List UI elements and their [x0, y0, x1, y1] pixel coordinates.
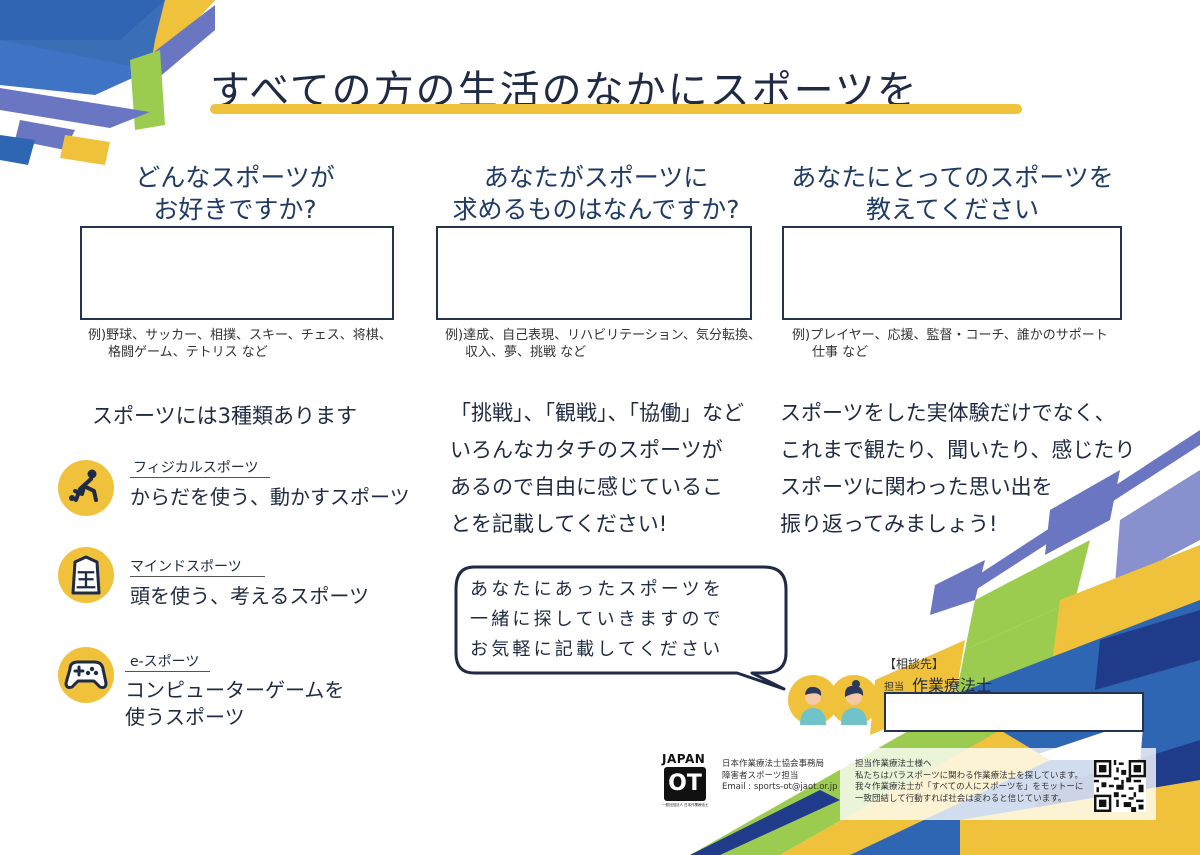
- question-3: あなたにとってのスポーツを 教えてください: [780, 162, 1125, 226]
- footer-message-line-1: 担当作業療法士様へ: [855, 759, 932, 769]
- shogi-piece-glyph: 王: [76, 568, 96, 592]
- footer-message: 担当作業療法士様へ 私たちはパラスポーツに関わる作業療法士を探しています。 我々…: [855, 759, 1083, 805]
- footer-org-line-1: 日本作業療法士協会事務局: [722, 759, 825, 769]
- kind-2-rule: [130, 576, 265, 577]
- example-2: 例)達成、自己表現、リハビリテーション、気分転換、 収入、夢、挑戦 など: [445, 327, 761, 361]
- speech-bubble-text: あなたにあったスポーツを 一緒に探していきますので お気軽に記載してください: [470, 575, 724, 665]
- middle-paragraph-line-4: とを記載してください!: [450, 512, 668, 536]
- example-2-line-1: 例)達成、自己表現、リハビリテーション、気分転換、: [445, 328, 762, 343]
- logo-mark: OT: [664, 767, 706, 801]
- example-3-line-2: 仕事 など: [812, 345, 869, 360]
- middle-paragraph-line-2: いろんなカタチのスポーツが: [450, 438, 723, 462]
- footer-message-line-2: 私たちはパラスポーツに関わる作業療法士を探しています。: [855, 770, 1084, 781]
- bubble-line-2: 一緒に探していきますので: [470, 609, 724, 630]
- game-controller-icon: [64, 660, 108, 689]
- question-1: どんなスポーツが お好きですか?: [80, 162, 390, 226]
- contact-label: 【相談先】: [884, 657, 945, 671]
- footer-org-email[interactable]: Email : sports-ot@jaot.or.jp: [722, 782, 838, 792]
- middle-paragraph-line-1: 「挑戦」、「観戦」、「協働」など: [450, 401, 744, 425]
- example-3: 例)プレイヤー、応援、監督・コーチ、誰かのサポート 仕事 など: [792, 327, 1108, 361]
- contact-name-box[interactable]: [884, 692, 1144, 732]
- question-3-line-2: 教えてください: [865, 195, 1039, 224]
- question-2: あなたがスポーツに 求めるものはなんですか?: [436, 162, 756, 226]
- bubble-line-3: お気軽に記載してください: [470, 639, 724, 660]
- kind-3-label: e-スポーツ: [130, 654, 200, 670]
- kind-1-rule: [130, 477, 270, 478]
- question-3-line-1: あなたにとってのスポーツを: [791, 163, 1114, 192]
- kind-1-desc: からだを使う、動かすスポーツ: [130, 485, 410, 509]
- question-2-line-2: 求めるものはなんですか?: [452, 195, 740, 224]
- answer-box-1[interactable]: [80, 226, 394, 320]
- esports-icon-circle: [58, 647, 114, 703]
- example-1-line-2: 格闘ゲーム、テトリス など: [108, 345, 268, 360]
- kind-3-rule: [125, 671, 210, 672]
- example-2-line-2: 収入、夢、挑戦 など: [465, 345, 587, 360]
- kind-1-label: フィジカルスポーツ: [133, 460, 259, 476]
- question-1-line-1: どんなスポーツが: [135, 163, 335, 192]
- logo-small: 一般社団法人 日本作業療法士協会: [662, 803, 708, 807]
- answer-box-3[interactable]: [782, 226, 1122, 320]
- sport-kinds-title: スポーツには3種類あります: [92, 404, 357, 428]
- footer-message-line-3: 我々作業療法士が「すべての人にスポーツを」をモットーに: [855, 782, 1084, 792]
- right-paragraph-line-4: 振り返ってみましょう!: [780, 512, 998, 536]
- answer-box-2[interactable]: [436, 226, 752, 320]
- question-2-line-1: あなたがスポーツに: [483, 163, 709, 192]
- kind-2-desc: 頭を使う、考えるスポーツ: [130, 584, 369, 608]
- middle-paragraph: 「挑戦」、「観戦」、「協働」など いろんなカタチのスポーツが あるので自由に感じ…: [450, 395, 744, 543]
- physical-sport-icon: [58, 460, 114, 516]
- logo-text: JAPAN: [662, 752, 706, 766]
- japan-ot-logo: JAPAN OT 一般社団法人 日本作業療法士協会: [662, 752, 708, 810]
- question-1-line-2: お好きですか?: [153, 195, 317, 224]
- title-underline: [210, 104, 1022, 114]
- right-paragraph-line-1: スポーツをした実体験だけでなく、: [780, 401, 1116, 425]
- right-paragraph-line-3: スポーツに関わった思い出を: [780, 475, 1053, 499]
- kind-2-label: マインドスポーツ: [130, 559, 242, 575]
- footer-org: 日本作業療法士協会事務局 障害者スポーツ担当 Email : sports-ot…: [722, 759, 838, 794]
- right-paragraph: スポーツをした実体験だけでなく、 これまで観たり、聞いたり、感じたり スポーツに…: [780, 395, 1135, 543]
- footer-message-line-4: 一致団結して行動すれば社会は変わると信じています。: [855, 793, 1067, 804]
- mind-sport-icon-circle: 王: [58, 547, 114, 603]
- middle-paragraph-line-3: あるので自由に感じているこ: [450, 475, 723, 499]
- kind-3-desc-line-2: 使うスポーツ: [125, 705, 245, 729]
- bubble-line-1: あなたにあったスポーツを: [470, 579, 725, 600]
- speech-bubble: [454, 565, 788, 691]
- qr-code-icon[interactable]: [1094, 760, 1146, 812]
- footer-org-line-2: 障害者スポーツ担当: [722, 770, 799, 781]
- contact-role: 作業療法士: [912, 676, 993, 695]
- therapist-avatars: [788, 675, 879, 725]
- right-paragraph-line-2: これまで観たり、聞いたり、感じたり: [780, 438, 1136, 462]
- example-1: 例)野球、サッカー、相撲、スキー、チェス、将棋、 格闘ゲーム、テトリス など: [88, 327, 392, 361]
- shogi-piece-icon: [71, 555, 101, 595]
- kind-3-desc-line-1: コンピューターゲームを: [125, 678, 345, 702]
- example-3-line-1: 例)プレイヤー、応援、監督・コーチ、誰かのサポート: [792, 328, 1108, 343]
- example-1-line-1: 例)野球、サッカー、相撲、スキー、チェス、将棋、: [88, 328, 392, 343]
- contact-tanto: 担当: [884, 682, 904, 693]
